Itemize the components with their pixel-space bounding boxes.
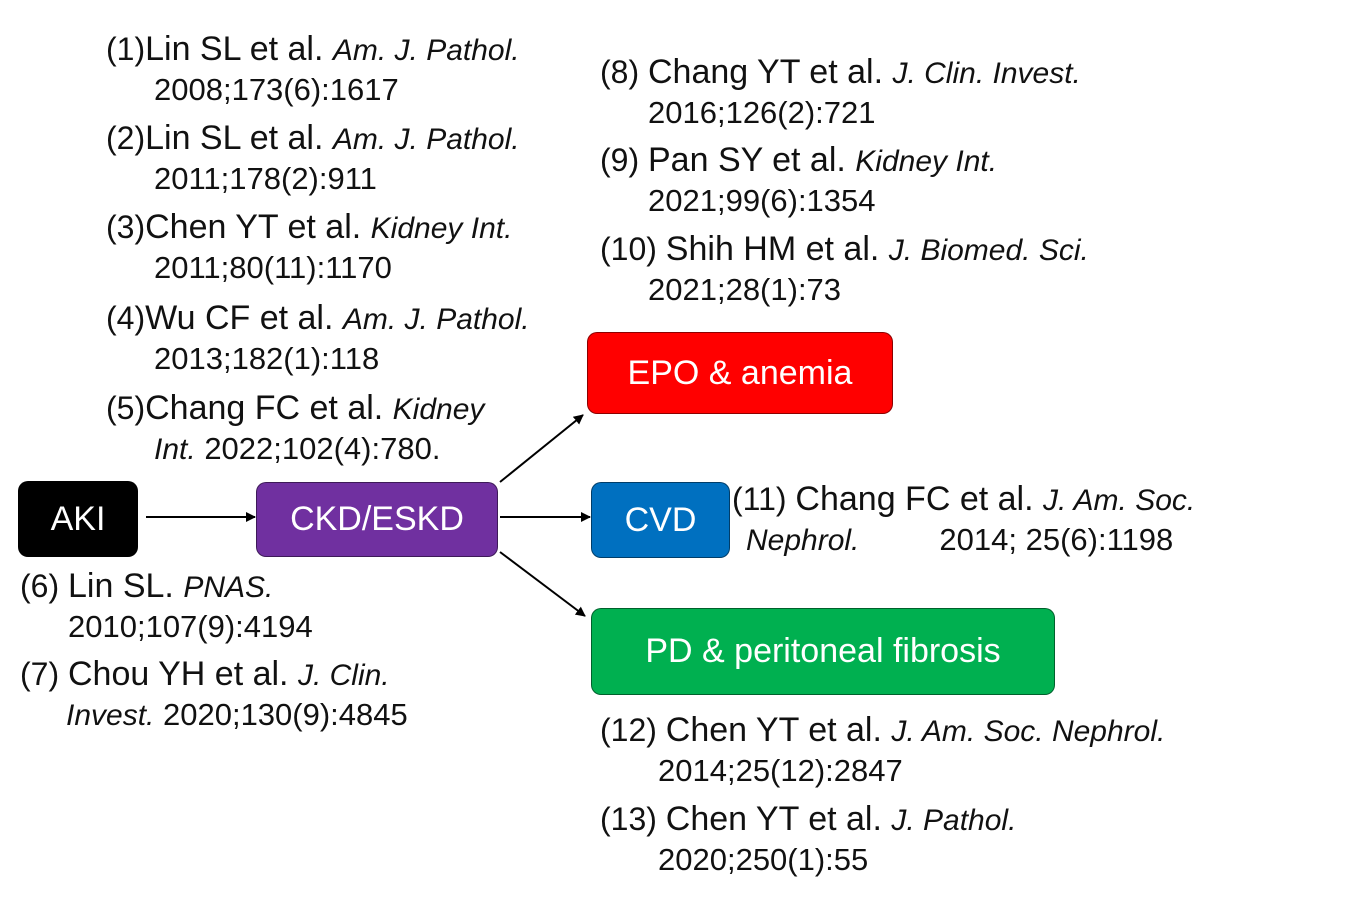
node-ckd-eskd: CKD/ESKD — [256, 482, 498, 557]
reference-4: (4)Wu CF et al. Am. J. Pathol. 2013;182(… — [106, 299, 530, 376]
node-cvd: CVD — [591, 482, 730, 558]
reference-3: (3)Chen YT et al. Kidney Int. 2011;80(11… — [106, 208, 513, 285]
arrow-ckd-to-pd — [499, 551, 586, 617]
reference-2: (2)Lin SL et al. Am. J. Pathol. 2011;178… — [106, 119, 520, 196]
reference-7: (7) Chou YH et al. J. Clin. Invest. 2020… — [20, 655, 408, 732]
reference-10: (10) Shih HM et al. J. Biomed. Sci. 2021… — [600, 230, 1089, 307]
reference-13: (13) Chen YT et al. J. Pathol. 2020;250(… — [600, 800, 1017, 877]
reference-1: (1)Lin SL et al. Am. J. Pathol. 2008;173… — [106, 30, 520, 107]
reference-6: (6) Lin SL. PNAS. 2010;107(9):4194 — [20, 567, 313, 644]
reference-11: (11) Chang FC et al. J. Am. Soc. Nephrol… — [732, 480, 1196, 557]
arrow-ckd-to-epo — [499, 414, 584, 483]
reference-5: (5)Chang FC et al. Kidney Int. 2022;102(… — [106, 389, 485, 466]
node-pd-peritoneal-fibrosis: PD & peritoneal fibrosis — [591, 608, 1055, 695]
reference-8: (8) Chang YT et al. J. Clin. Invest. 201… — [600, 53, 1081, 130]
node-aki: AKI — [18, 481, 138, 557]
node-epo-anemia: EPO & anemia — [587, 332, 893, 414]
reference-12: (12) Chen YT et al. J. Am. Soc. Nephrol.… — [600, 711, 1166, 788]
reference-9: (9) Pan SY et al. Kidney Int. 2021;99(6)… — [600, 141, 998, 218]
